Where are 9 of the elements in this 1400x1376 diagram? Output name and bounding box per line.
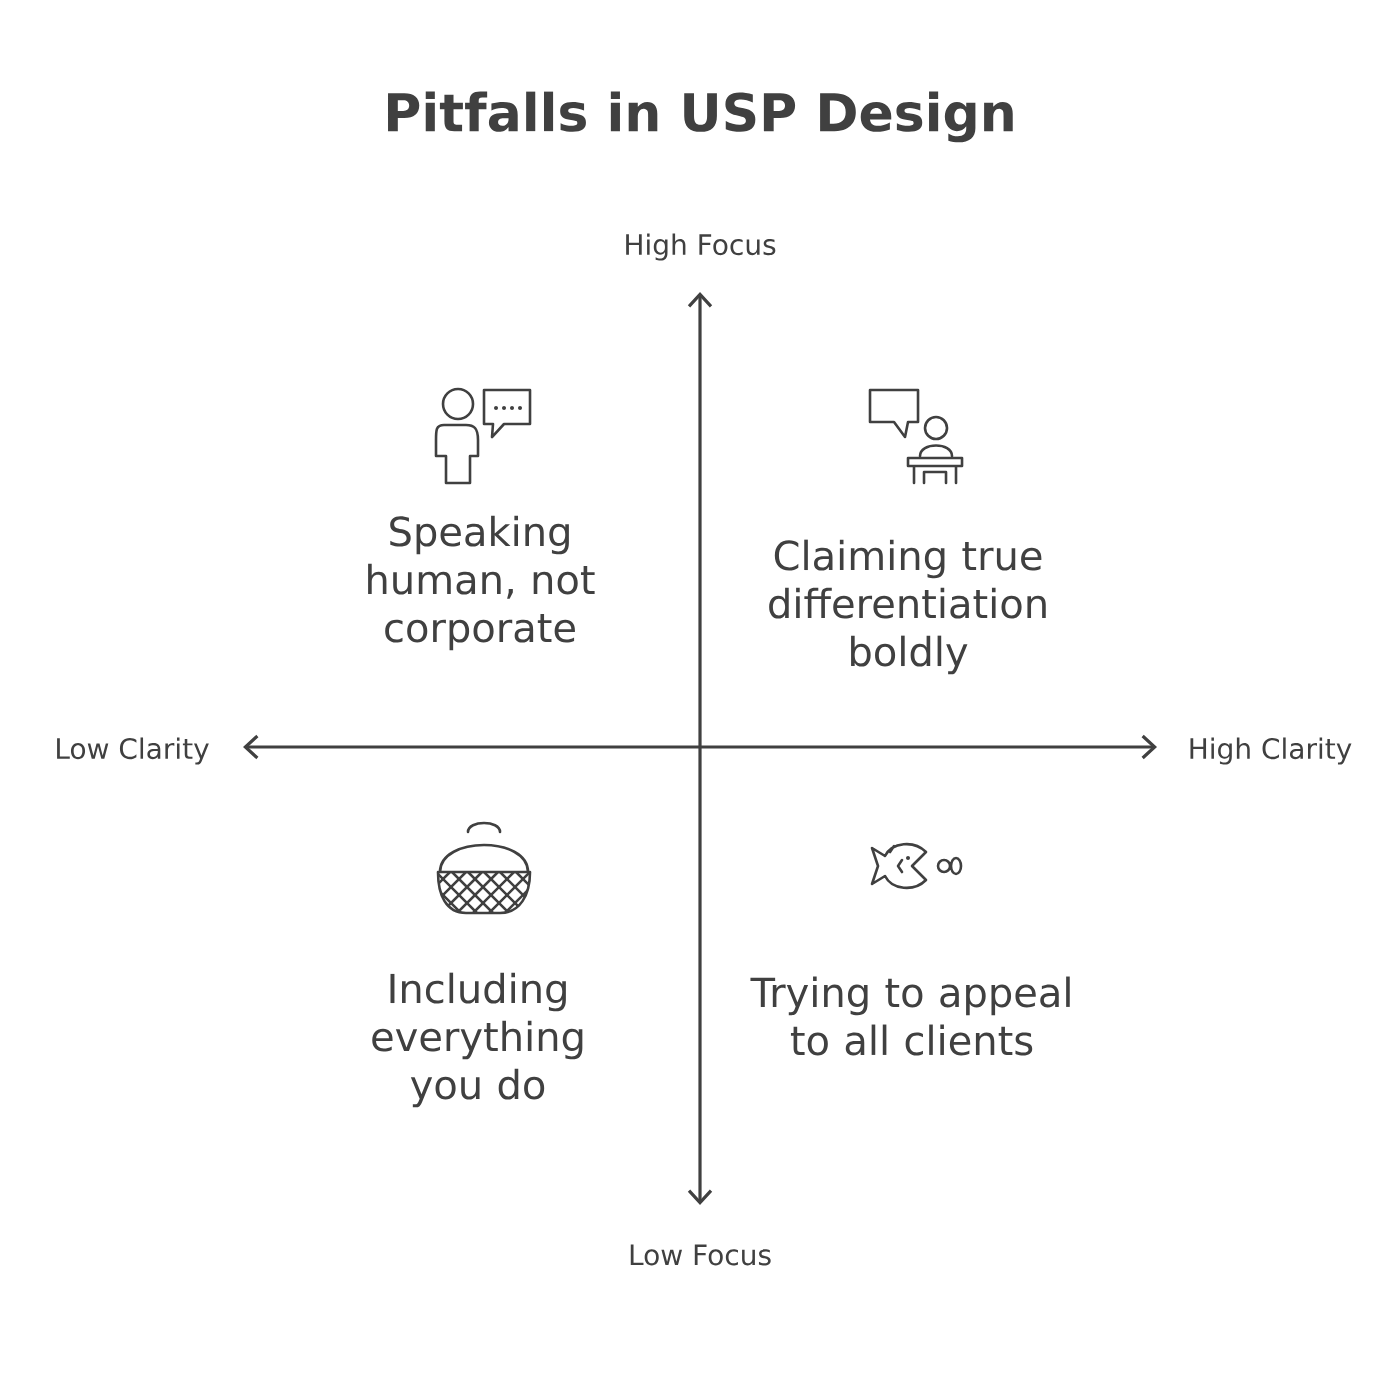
axis-label: High Clarity <box>1190 737 1352 765</box>
axis-label: Low Focus <box>630 1244 771 1266</box>
quadrant-text: Claiming true differentiation boldly <box>769 539 1046 675</box>
axis-label: High Focus <box>626 233 776 261</box>
quadrant-text: Speaking human, not corporate <box>368 515 595 651</box>
quadrant-text: Including everything you do <box>372 972 583 1108</box>
quadrant-text: Trying to appeal to all clients <box>750 976 1070 1056</box>
title: Pitfalls in USP Design <box>388 91 1013 143</box>
axis-label: Low Clarity <box>57 737 209 765</box>
